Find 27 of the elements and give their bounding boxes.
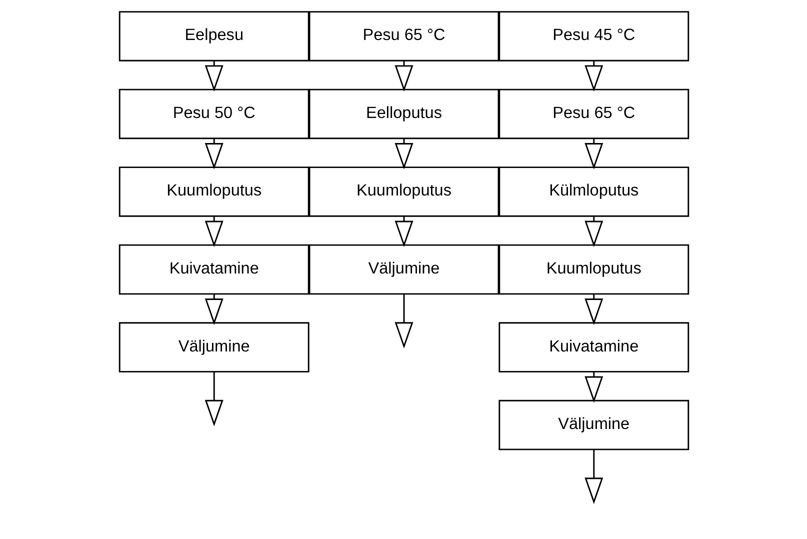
node-box: Väljumine	[308, 244, 499, 295]
arrow	[204, 60, 223, 92]
node-box: Külmloputus	[498, 166, 689, 217]
arrow	[204, 372, 223, 426]
node-box: Kuumloputus	[308, 166, 499, 217]
arrow	[204, 138, 223, 170]
arrow	[584, 216, 603, 248]
arrow	[584, 294, 603, 325]
node-box: Pesu 65 °C	[308, 11, 499, 62]
arrow	[584, 60, 603, 92]
node-box: Väljumine	[118, 322, 309, 372]
node-box: Kuivatamine	[498, 322, 689, 372]
node-box: Eelpesu	[118, 11, 309, 62]
arrow	[204, 216, 223, 248]
arrow	[584, 372, 603, 403]
arrow	[394, 294, 413, 349]
node-box: Pesu 65 °C	[498, 88, 689, 140]
node-box: Pesu 50 °C	[118, 88, 309, 140]
node-box: Eelloputus	[308, 88, 499, 140]
node-box: Kuivatamine	[118, 244, 309, 295]
arrow	[584, 450, 603, 504]
arrow	[204, 294, 223, 325]
node-box: Väljumine	[498, 400, 689, 450]
node-box: Kuumloputus	[118, 166, 309, 217]
arrow	[584, 138, 603, 170]
node-box: Kuumloputus	[498, 244, 689, 295]
node-box: Pesu 45 °C	[498, 11, 689, 62]
